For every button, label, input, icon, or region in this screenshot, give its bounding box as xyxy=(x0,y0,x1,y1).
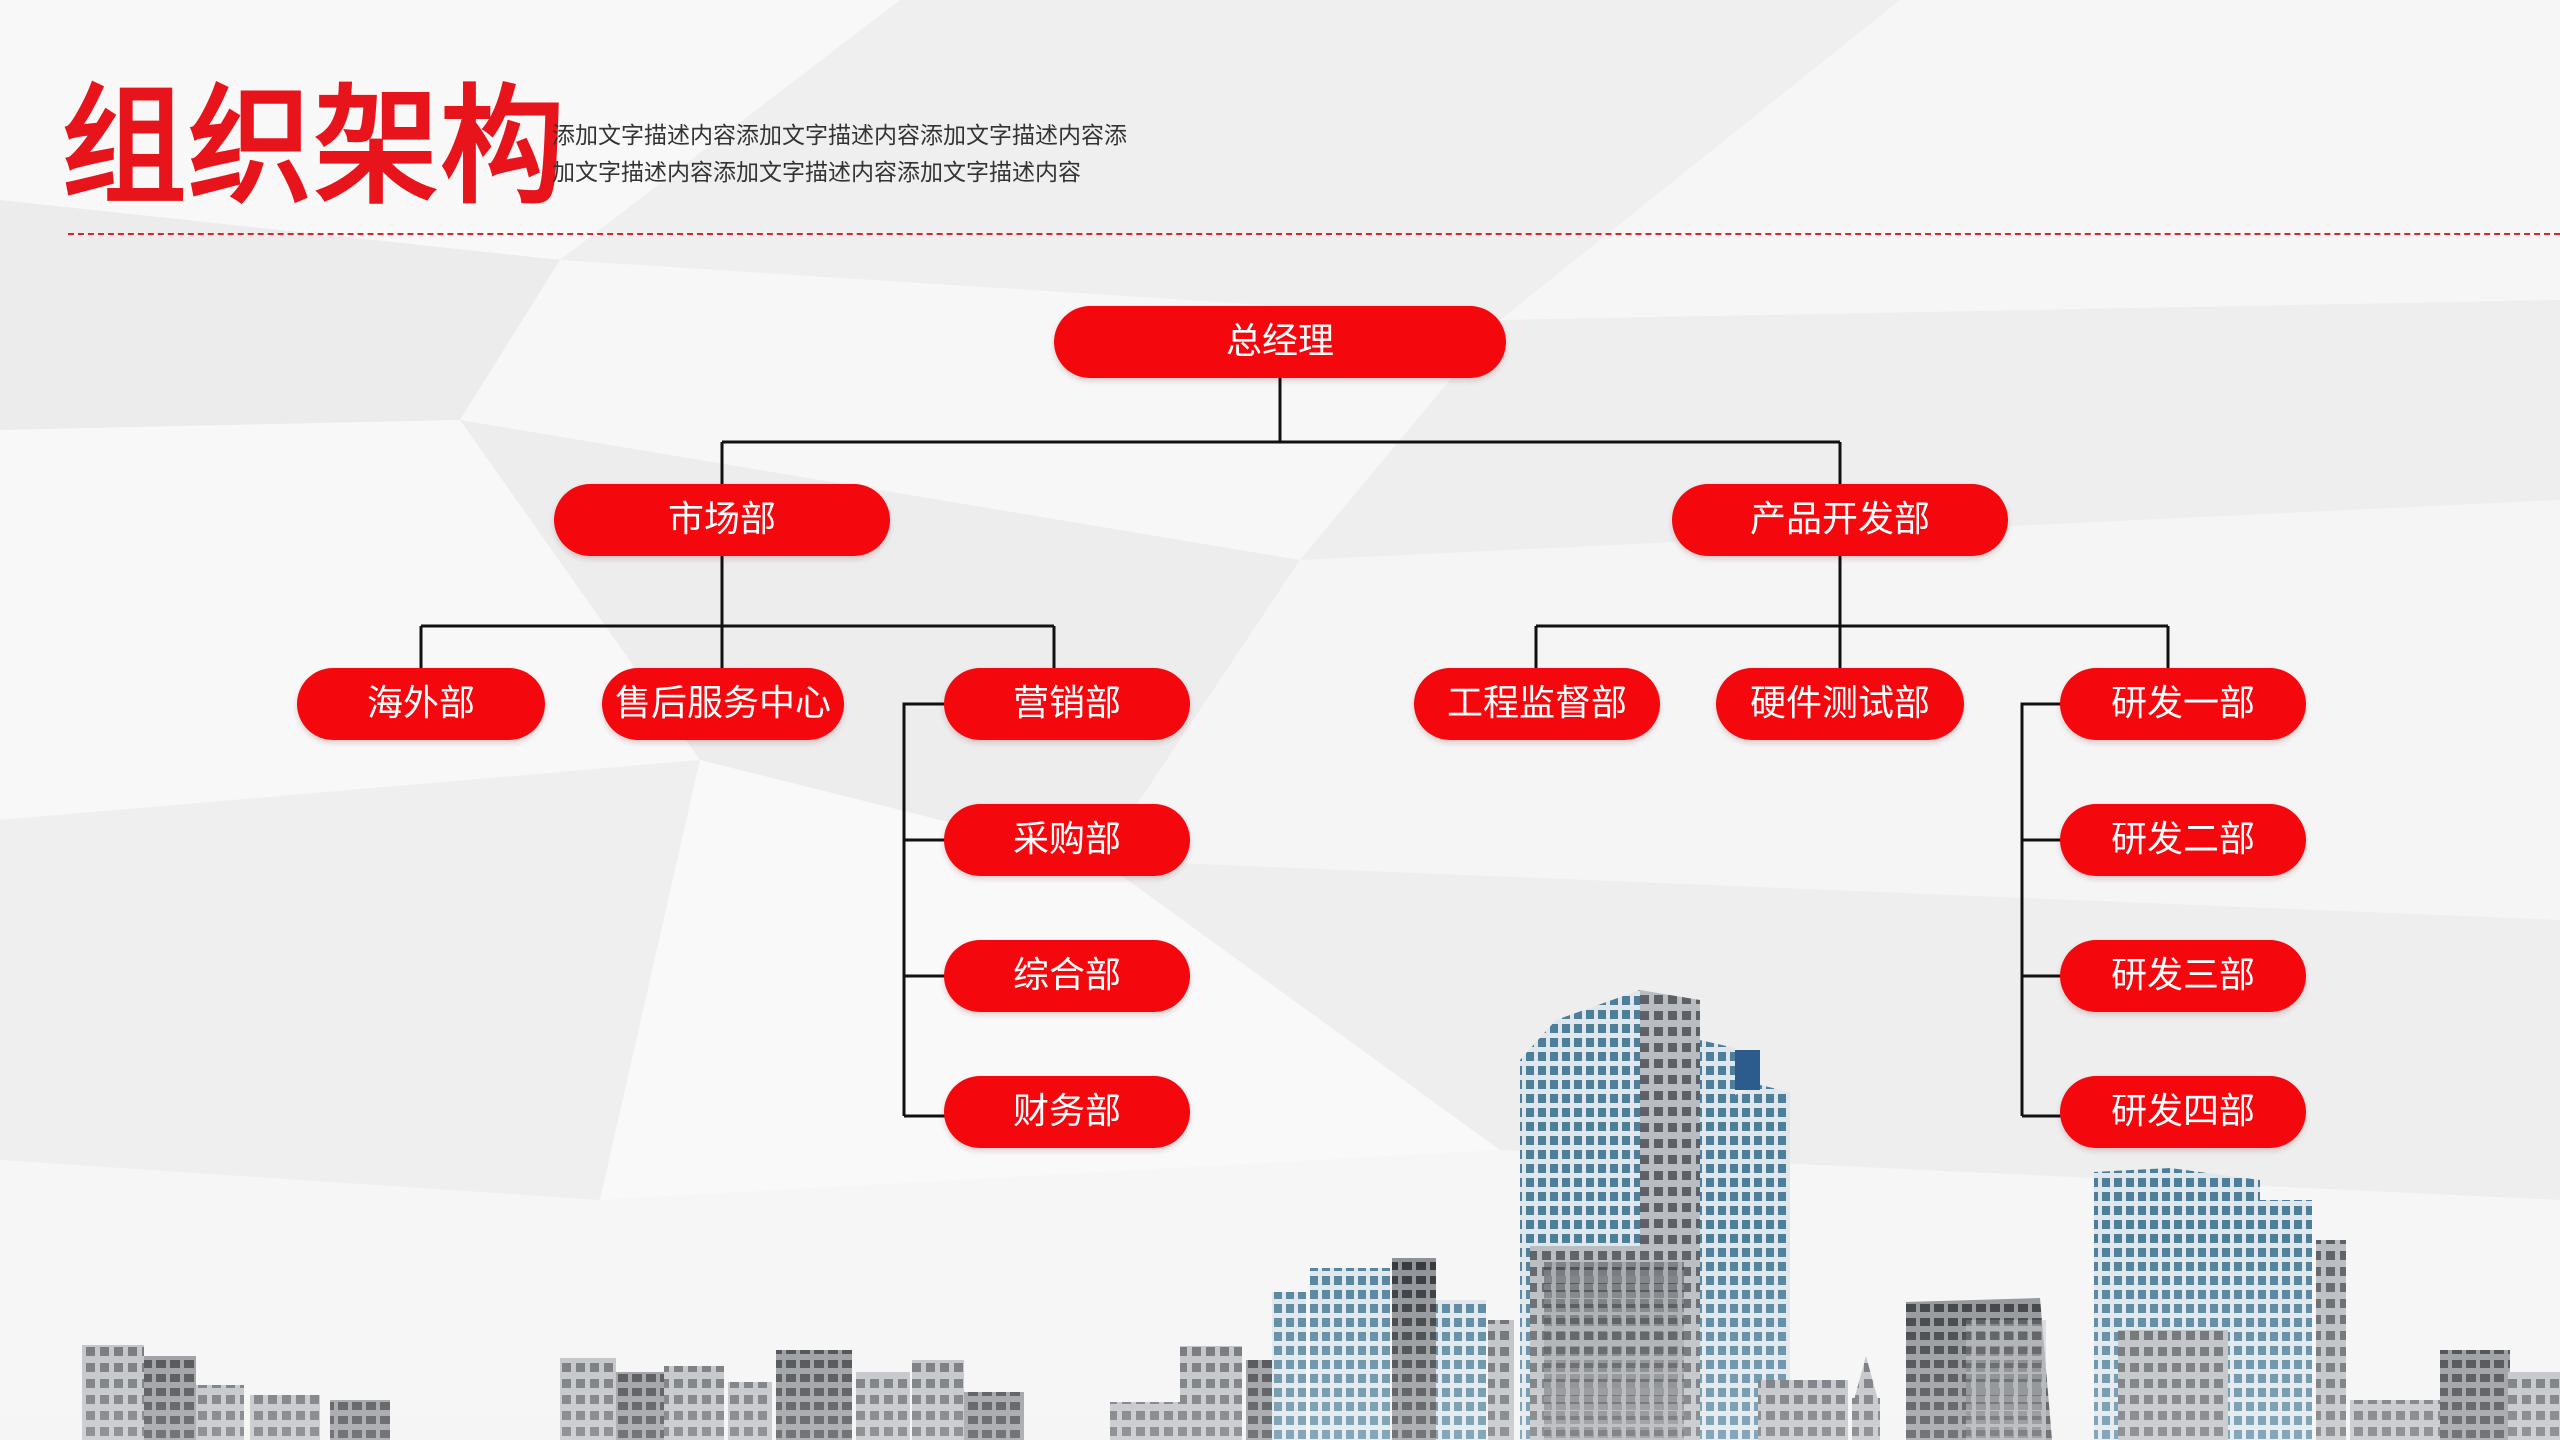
node-general-affairs: 综合部 xyxy=(944,940,1190,1012)
description-line-1: 添加文字描述内容添加文字描述内容添加文字描述内容添 xyxy=(552,123,1127,149)
node-rd-2: 研发二部 xyxy=(2060,804,2306,876)
connector-rd-spine xyxy=(2020,702,2062,1116)
title-description: 添加文字描述内容添加文字描述内容添加文字描述内容添 加文字描述内容添加文字描述内… xyxy=(552,118,1162,192)
node-purchase: 采购部 xyxy=(944,804,1190,876)
header-divider xyxy=(68,233,2560,235)
node-overseas: 海外部 xyxy=(297,668,545,740)
node-rd-3: 研发三部 xyxy=(2060,940,2306,1012)
page-title: 组织架构 xyxy=(62,73,567,222)
node-sales: 营销部 xyxy=(944,668,1190,740)
node-rd-1: 研发一部 xyxy=(2060,668,2306,740)
description-line-2: 加文字描述内容添加文字描述内容添加文字描述内容 xyxy=(552,160,1081,186)
node-rd-4: 研发四部 xyxy=(2060,1076,2306,1148)
node-finance: 财务部 xyxy=(944,1076,1190,1148)
node-product-dev: 产品开发部 xyxy=(1672,484,2008,556)
node-engineering-supervision: 工程监督部 xyxy=(1414,668,1660,740)
connector-sales-spine xyxy=(902,702,948,1116)
node-market: 市场部 xyxy=(554,484,890,556)
node-hardware-testing: 硬件测试部 xyxy=(1716,668,1964,740)
node-after-sales: 售后服务中心 xyxy=(602,668,844,740)
node-ceo: 总经理 xyxy=(1054,306,1506,378)
